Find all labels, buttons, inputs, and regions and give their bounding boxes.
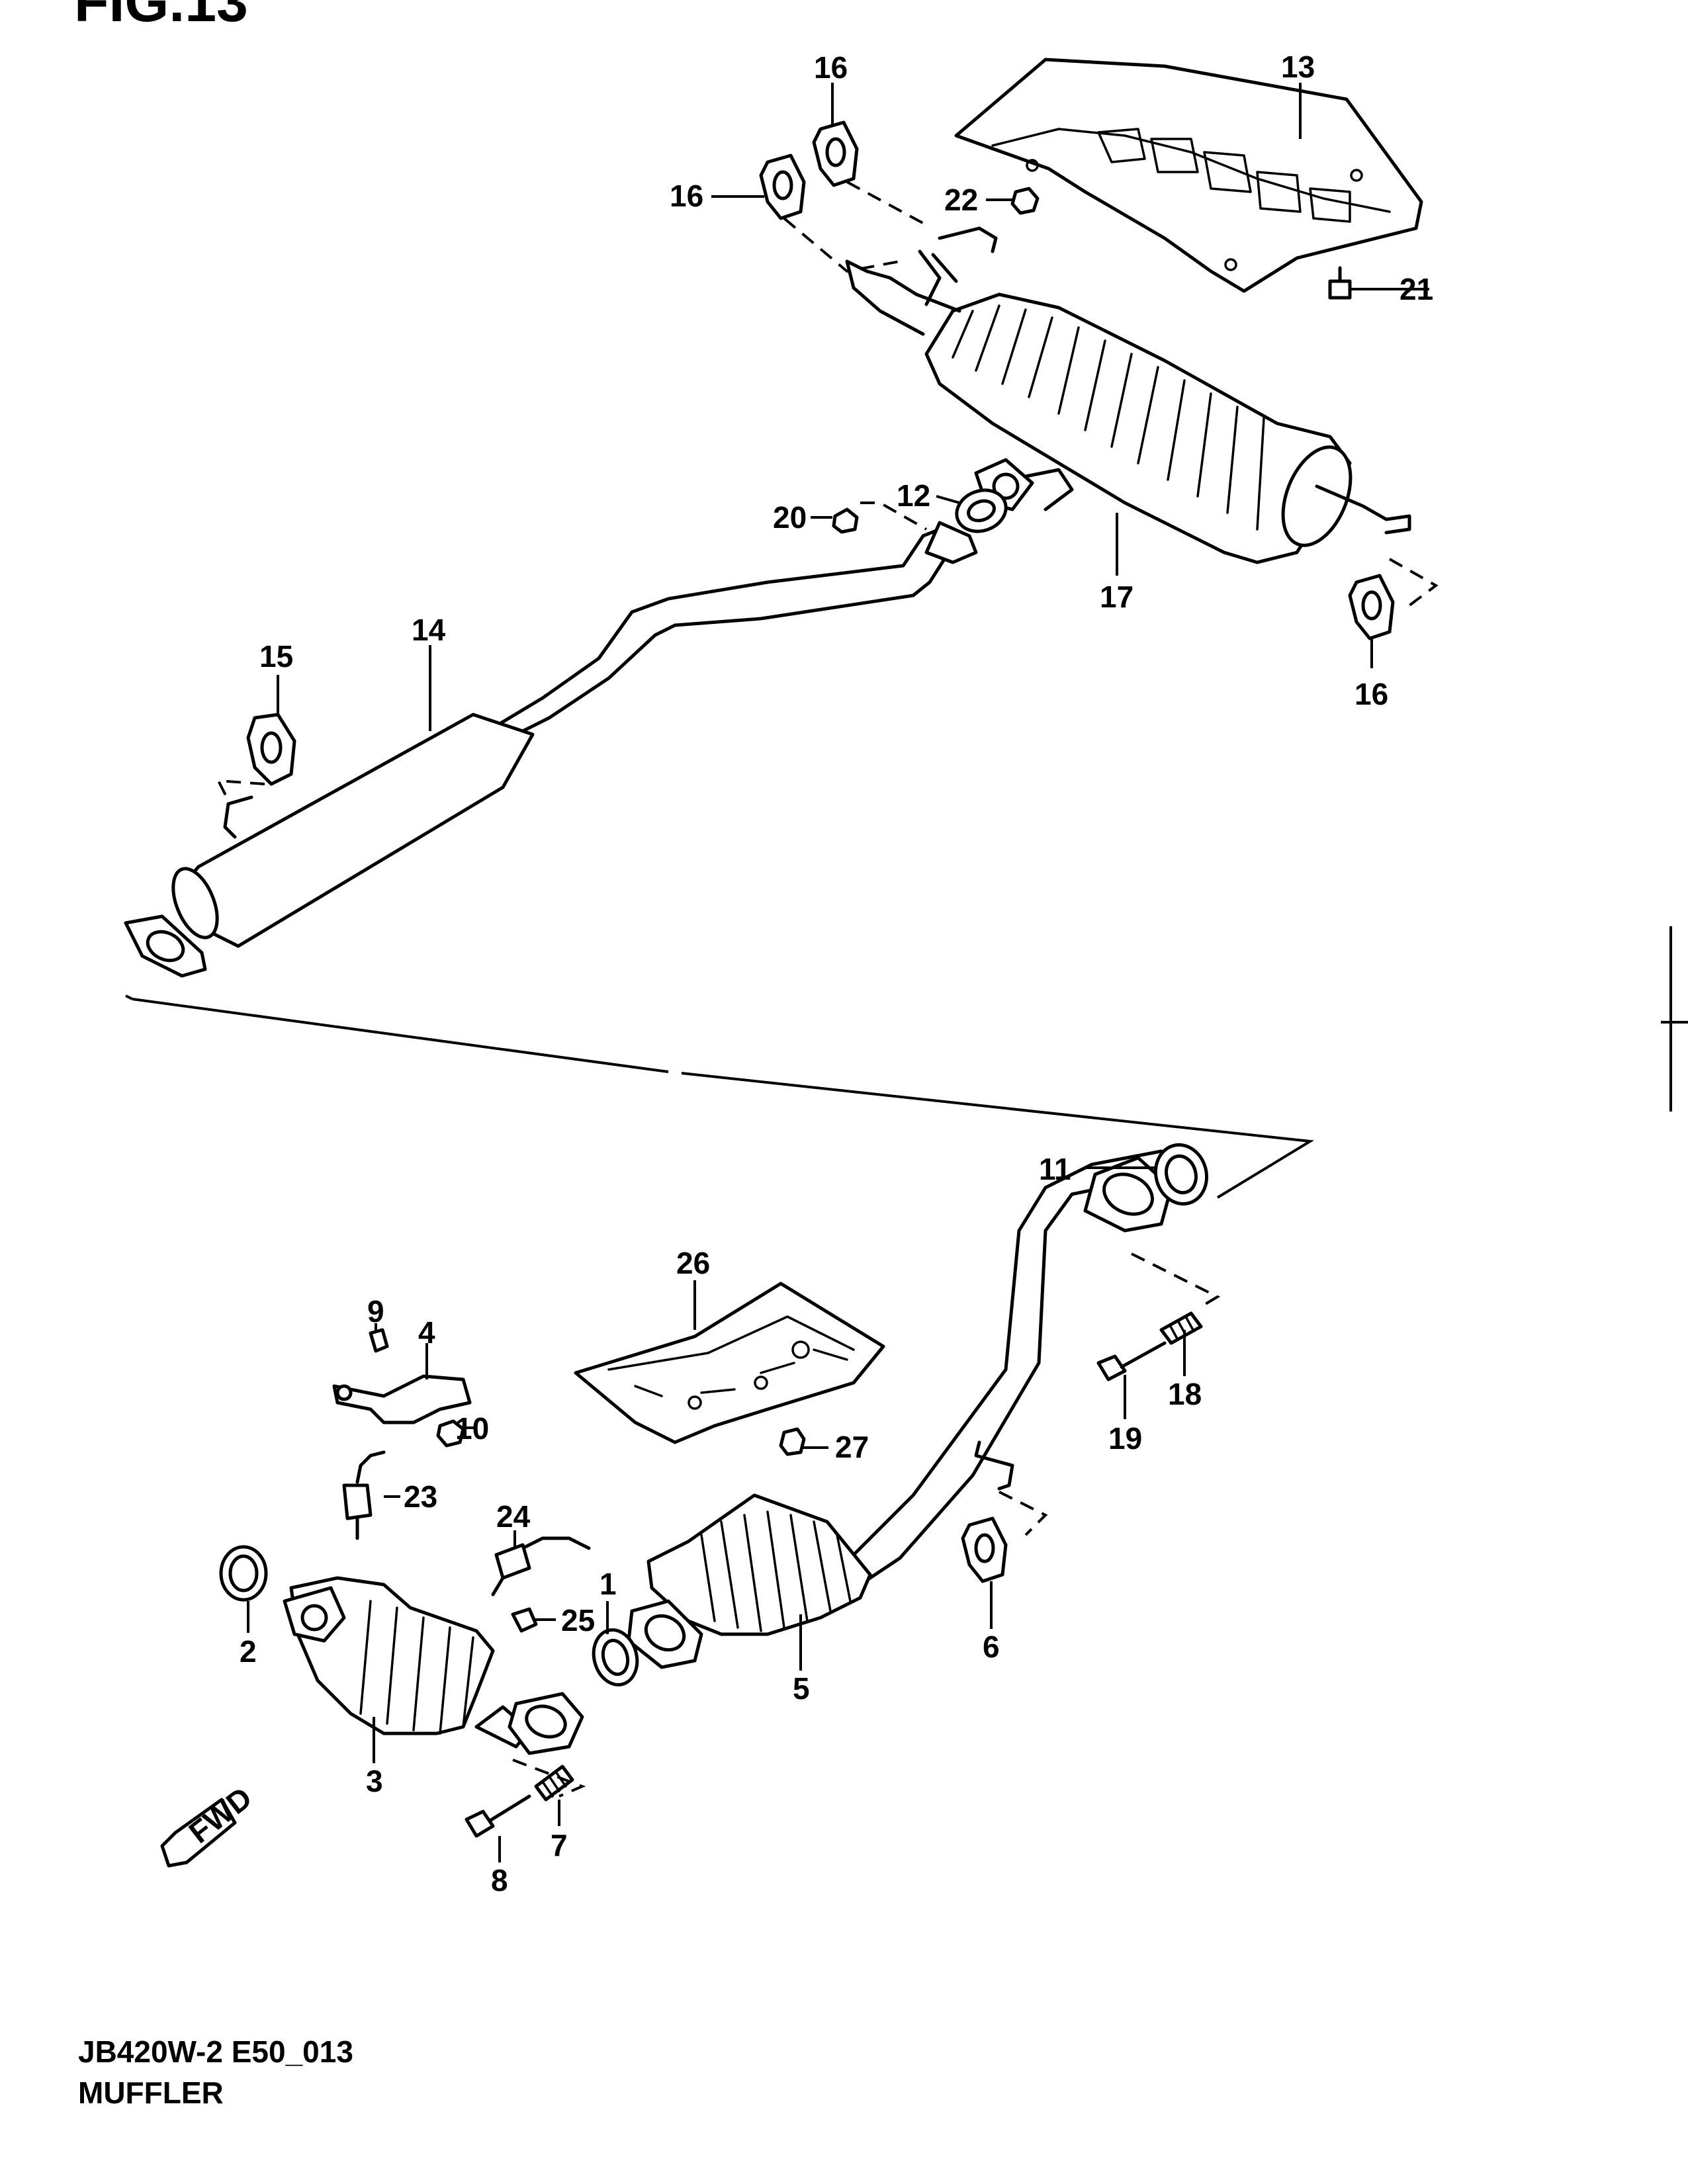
callout-4: 4 (418, 1315, 435, 1350)
gasket-1 (592, 1628, 639, 1686)
gasket-11 (1153, 1143, 1209, 1206)
callout-14: 14 (412, 613, 446, 647)
callout-12: 12 (897, 478, 930, 513)
hanger-16-top (812, 120, 859, 187)
gasket-12 (955, 488, 1008, 533)
registration-marks (1661, 926, 1688, 1112)
callout-23: 23 (404, 1479, 437, 1514)
rear-muffler (845, 226, 1411, 564)
nut-20 (832, 507, 859, 534)
hanger-15 (246, 713, 296, 786)
hanger-16-right (1348, 574, 1395, 640)
hanger-16-left (759, 153, 806, 220)
callout-16c: 16 (1355, 677, 1388, 711)
callout-8: 8 (491, 1863, 508, 1898)
fwd-arrow-icon: FWD (160, 1780, 258, 1868)
manifold-converter (283, 1576, 584, 1755)
callout-22: 22 (944, 183, 978, 217)
callout-21: 21 (1399, 272, 1433, 306)
bolt-9 (369, 1328, 389, 1353)
callout-3: 3 (366, 1764, 383, 1798)
callout-27: 27 (835, 1430, 869, 1464)
clip-25 (511, 1607, 538, 1633)
nut-10 (436, 1419, 465, 1448)
callout-7: 7 (551, 1828, 568, 1862)
guide-line-end (125, 994, 133, 1000)
bolt-8 (465, 1794, 531, 1838)
callout-19: 19 (1108, 1421, 1142, 1456)
front-pipe (838, 1149, 1173, 1587)
callout-25: 25 (561, 1603, 595, 1638)
spring-18 (1159, 1311, 1203, 1345)
heat-shield-upper (954, 58, 1423, 293)
callout-1: 1 (600, 1567, 617, 1601)
diagram-name: MUFFLER (78, 2075, 224, 2110)
callout-17: 17 (1100, 580, 1133, 614)
guide-line-right (681, 1072, 1315, 1199)
gasket-2 (219, 1545, 268, 1602)
diagram-code: JB420W-2 E50_013 (78, 2034, 353, 2069)
bolt-21 (1328, 266, 1352, 300)
callout-10: 10 (455, 1411, 489, 1446)
figure-title: FIG.13 (74, 0, 248, 34)
callout-20: 20 (773, 500, 807, 535)
callout-11: 11 (1039, 1152, 1071, 1186)
bolt-19 (1096, 1341, 1167, 1381)
callout-2: 2 (240, 1634, 257, 1669)
nut-27 (779, 1427, 806, 1456)
oxygen-sensor-23 (342, 1450, 386, 1540)
callout-5: 5 (793, 1671, 810, 1706)
callout-15: 15 (259, 639, 293, 674)
callout-24: 24 (496, 1499, 531, 1534)
heat-shield-lower (574, 1282, 885, 1444)
center-pipe-flange (924, 521, 978, 564)
callout-18: 18 (1168, 1377, 1202, 1411)
callout-9: 9 (367, 1294, 384, 1329)
callout-26: 26 (676, 1246, 710, 1280)
callout-6: 6 (983, 1630, 1000, 1664)
nut-22 (1010, 187, 1040, 215)
catalytic-converter-5 (627, 1493, 872, 1669)
callout-16a: 16 (814, 50, 848, 85)
spring-7 (534, 1765, 574, 1802)
hanger-6 (961, 1516, 1008, 1583)
bracket-4 (332, 1374, 472, 1424)
leader-lines (247, 83, 1429, 1862)
guide-line-left (132, 998, 669, 1073)
oxygen-sensor-24 (491, 1536, 591, 1596)
callout-13: 13 (1281, 50, 1315, 84)
callout-16b: 16 (670, 179, 703, 213)
center-muffler (124, 527, 955, 978)
callout-labels: 16 16 13 22 21 12 20 17 16 15 14 11 26 9… (240, 50, 1433, 1898)
